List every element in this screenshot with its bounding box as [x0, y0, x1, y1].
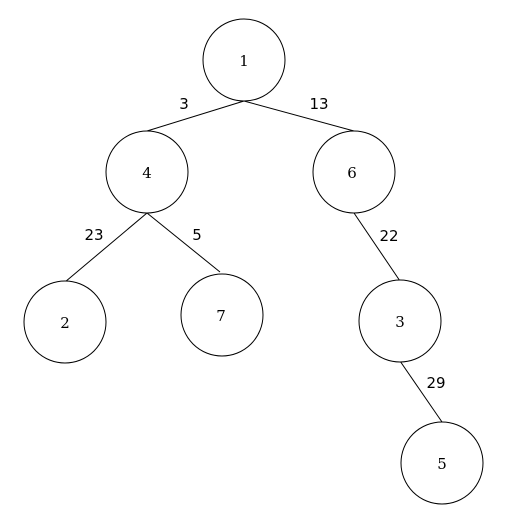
- node-label: 5: [437, 455, 447, 473]
- node-label: 1: [239, 52, 249, 70]
- edge-4-2: [64, 212, 148, 283]
- tree-node-2: 2: [23, 280, 107, 364]
- tree-node-1: 1: [202, 18, 286, 102]
- node-label: 6: [347, 164, 357, 182]
- tree-node-6: 6: [312, 130, 396, 214]
- edge-3-5: [399, 360, 443, 423]
- edge-weight-3-5: 29: [426, 374, 445, 392]
- node-circle: [180, 273, 264, 357]
- edge-1-4: [146, 100, 245, 132]
- node-label: 2: [60, 314, 70, 332]
- nodes: 1 4 6 2 7 3 5: [23, 18, 484, 505]
- node-circle: [105, 130, 189, 214]
- edge-labels: 3 13 23 5 22 29: [84, 95, 445, 392]
- edge-weight-1-4: 3: [179, 95, 189, 113]
- node-label: 3: [395, 313, 405, 331]
- node-label: 7: [216, 307, 226, 325]
- edge-weight-4-2: 23: [84, 226, 103, 244]
- tree-node-4: 4: [105, 130, 189, 214]
- node-circle: [202, 18, 286, 102]
- node-circle: [400, 421, 484, 505]
- tree-node-3: 3: [358, 279, 442, 363]
- tree-node-5: 5: [400, 421, 484, 505]
- node-label: 4: [142, 164, 152, 182]
- edge-4-7: [146, 212, 221, 273]
- tree-node-7: 7: [180, 273, 264, 357]
- node-circle: [312, 130, 396, 214]
- node-circle: [23, 280, 107, 364]
- edges: [64, 100, 443, 423]
- edge-weight-6-3: 22: [379, 227, 398, 245]
- edge-weight-1-6: 13: [309, 95, 328, 113]
- edge-6-3: [353, 212, 401, 282]
- edge-weight-4-7: 5: [192, 226, 202, 244]
- edge-1-6: [243, 100, 355, 132]
- node-circle: [358, 279, 442, 363]
